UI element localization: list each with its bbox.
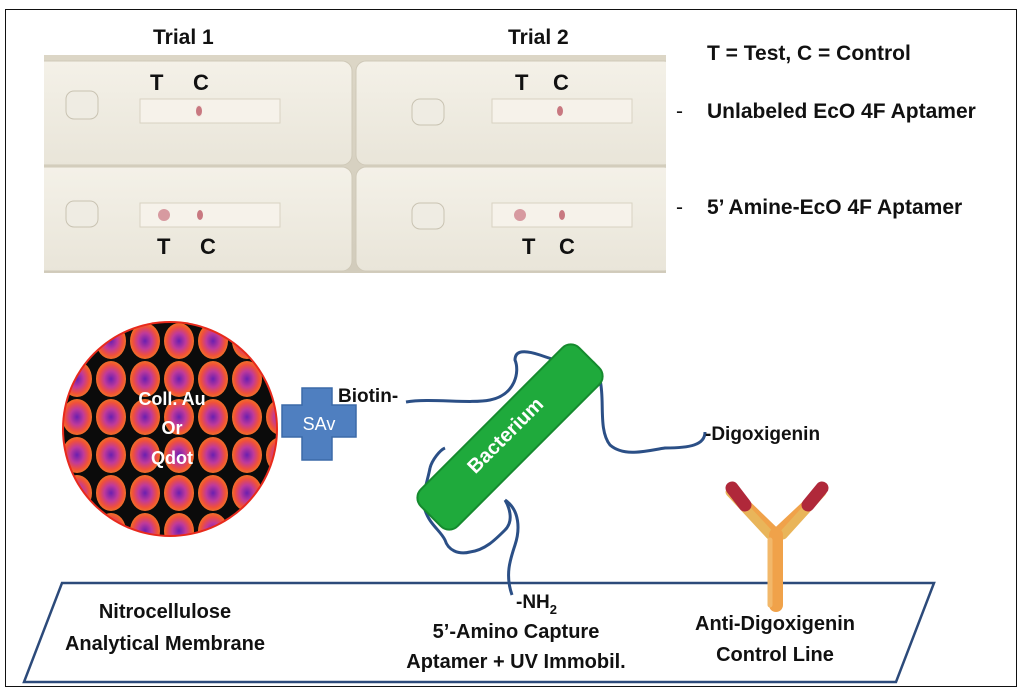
test-mark: T [157, 234, 171, 259]
control-line-spot [196, 106, 202, 116]
test-line-spot [158, 209, 170, 221]
cassette-trial2-row1 [355, 60, 666, 166]
cassette-trial1-row2 [44, 166, 353, 272]
nitrocellulose-membrane [22, 581, 936, 684]
test-mark: T [522, 234, 536, 259]
legend-dash: - [676, 196, 683, 219]
antibody-label-line1: Anti-Digoxigenin [695, 613, 855, 635]
legend-row1: Unlabeled EcO 4F Aptamer [707, 100, 976, 123]
particle-label-line2: Or [161, 418, 182, 438]
control-mark: C [559, 234, 575, 259]
bacterium-cell [416, 343, 604, 531]
legend-key: T = Test, C = Control [707, 42, 911, 65]
control-line-spot [557, 106, 563, 116]
legend-row2: 5’ Amine-EcO 4F Aptamer [707, 196, 963, 219]
capture-label-line1: 5’-Amino Capture [433, 621, 600, 643]
control-line-spot [197, 210, 203, 220]
control-mark: C [200, 234, 216, 259]
streptavidin-shape [281, 387, 357, 461]
figure-frame [5, 9, 1017, 687]
particle-label-line1: Coll. Au [138, 389, 205, 409]
control-mark: C [193, 70, 209, 95]
membrane-label-line2: Analytical Membrane [65, 633, 265, 655]
nanoparticle [62, 321, 278, 537]
cassette-trial2-row2 [355, 166, 666, 272]
particle-label-line3: Qdot [151, 448, 193, 468]
trial1-heading: Trial 1 [153, 26, 214, 49]
membrane-label-line1: Nitrocellulose [99, 601, 231, 623]
test-line-spot [514, 209, 526, 221]
digoxigenin-label: -Digoxigenin [705, 424, 820, 445]
test-mark: T [515, 70, 529, 95]
sav-label: SAv [303, 414, 336, 434]
trial2-heading: Trial 2 [508, 26, 569, 49]
amine-subscript: 2 [550, 602, 557, 617]
biotin-label: Biotin- [338, 386, 398, 407]
cassette-trial1-row1 [44, 60, 353, 166]
anti-digoxigenin-antibody [725, 481, 829, 612]
strip-photo [44, 55, 666, 273]
antibody-label-line2: Control Line [716, 644, 834, 666]
test-mark: T [150, 70, 164, 95]
control-line-spot [559, 210, 565, 220]
control-mark: C [553, 70, 569, 95]
amine-label: -NH2 [516, 592, 557, 617]
capture-label-line2: Aptamer + UV Immobil. [406, 651, 626, 673]
legend-dash: - [676, 100, 683, 123]
